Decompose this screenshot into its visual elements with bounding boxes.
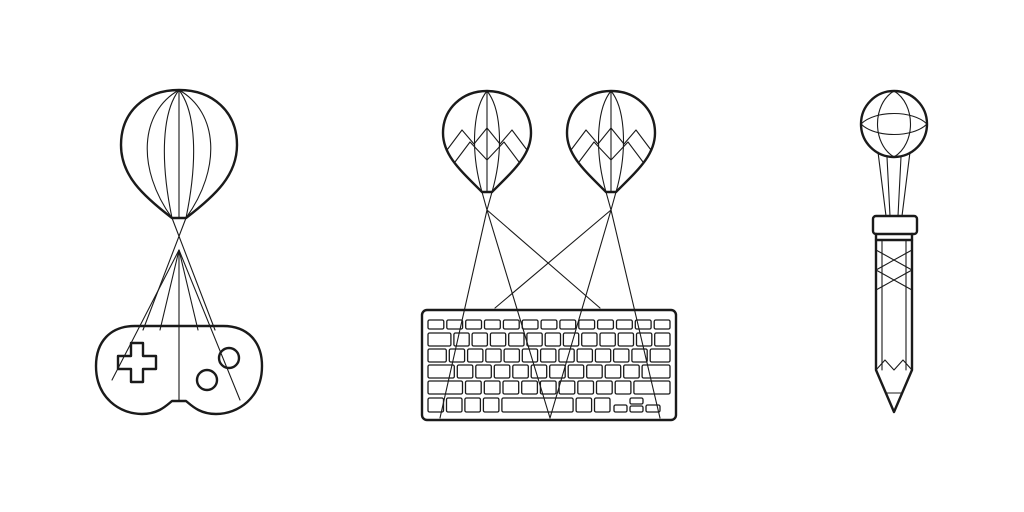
keyboard-key [427,348,447,363]
keyboard-key [634,319,652,330]
keyboard-key [521,348,539,363]
keyboard-key [623,364,640,379]
keyboard-key [562,332,580,347]
keyboard-key [446,319,464,330]
keyboard-key [521,319,539,330]
keyboard-key [617,332,635,347]
keyboard-key [464,397,482,413]
pencil-icon [871,214,919,414]
gamepad-balloon-illustration [94,88,264,416]
keyboard-key [482,397,500,413]
keyboard-key [427,380,464,395]
keyboard-key [558,380,576,395]
hot-air-balloon-icon [441,89,533,194]
action-button-icon [195,368,219,392]
keyboard-key [575,397,593,413]
keyboard-key [530,364,548,379]
keyboard-key [578,319,596,330]
keyboard-key [466,348,484,363]
keyboard-key [539,348,557,363]
hot-air-balloon-icon [565,89,657,194]
keyboard-key [503,348,521,363]
keyboard-icon [420,308,678,422]
keyboard-key [604,364,622,379]
keyboard-key [539,380,557,395]
keyboard-key [654,332,671,347]
keyboard-key [475,364,492,379]
keyboard-key [633,380,671,395]
keyboard-key [549,364,566,379]
keyboard-key [512,364,529,379]
keyboard-key [577,380,595,395]
keyboard-key [427,332,452,347]
keyboard-key [508,332,525,347]
keyboard-key [614,380,632,395]
keyboard-key [448,348,466,363]
keyboard-key [649,348,671,363]
keyboard-key [586,364,603,379]
keyboard-key [596,319,615,330]
keyboard-key [483,380,501,395]
keyboard-key [502,380,520,395]
keyboard-key [635,332,653,347]
keyboard-key [445,397,463,413]
keyboard-key [502,319,520,330]
keyboard-key [641,364,671,379]
keyboard-key [595,380,613,395]
keyboard-key [629,397,644,405]
keyboard-key [631,348,648,363]
keyboard-key [483,319,501,330]
keyboard-key [521,380,539,395]
gamepad-icon [94,324,264,416]
keyboard-key [471,332,489,347]
keyboard-key [613,404,628,413]
keyboard-key [599,332,616,347]
keyboard-key [558,348,575,363]
keyboard-key [544,332,562,347]
action-button-icon [217,346,241,370]
keyboard-key [576,348,594,363]
keyboard-key [653,319,671,330]
keyboard-key [489,332,507,347]
keyboard-key [615,319,633,330]
hot-air-balloon-icon [859,89,929,159]
keyboard-key [559,319,577,330]
keyboard-key [427,364,455,379]
keyboard-key [612,348,630,363]
rigging-lines [877,151,911,217]
keyboard-key [501,397,574,413]
dpad-icon [116,341,158,384]
rigging-lines [439,191,661,419]
keyboard-key [581,332,598,347]
keyboard-key [493,364,511,379]
keyboard-key [629,405,644,413]
keyboard-key [540,319,558,330]
keyboard-key [593,397,611,413]
keyboard-key [526,332,543,347]
keyboard-balloons-illustration [420,89,678,422]
pencil-balloon-illustration [859,89,929,414]
keyboard-key [594,348,612,363]
keyboard-key [567,364,585,379]
keyboard-key [427,397,445,413]
keyboard-key [453,332,470,347]
keyboard-key [464,380,482,395]
hot-air-balloon-icon [119,88,239,220]
keyboard-key [485,348,502,363]
keyboard-key [645,404,661,413]
keyboard-key [465,319,483,330]
keyboard-key [456,364,474,379]
keyboard-key [427,319,445,330]
eraser-icon [871,214,919,236]
keyboard-keys [427,319,671,413]
